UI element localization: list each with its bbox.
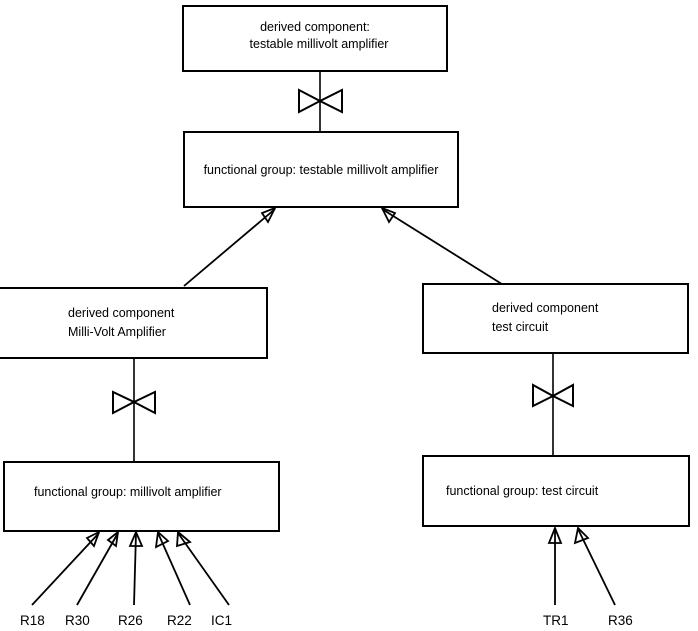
- node-top-derived-component[interactable]: derived component: testable millivolt am…: [182, 5, 448, 72]
- part-arrow-ic1: [176, 530, 230, 606]
- left-derived-component-line1: derived component: [68, 306, 175, 320]
- right-functional-group-box[interactable]: [422, 455, 690, 527]
- node-left-functional-group[interactable]: functional group: millivolt amplifier: [3, 461, 280, 532]
- part-arrow-r36: [573, 526, 616, 606]
- part-arrow-r18: [31, 530, 101, 606]
- left-part-arrows: R18 R30 R26 R22 IC1: [20, 529, 232, 628]
- arrow-right-derived-to-top-functional: [380, 206, 506, 287]
- part-arrow-r26: [128, 529, 144, 606]
- bowtie-left-right-triangle-icon: [131, 390, 156, 415]
- left-derived-component-box[interactable]: [0, 287, 268, 359]
- top-derived-component-line1: derived component:: [260, 20, 370, 34]
- top-functional-group-label: functional group: testable millivolt amp…: [204, 163, 439, 177]
- part-arrow-tr1: [547, 525, 563, 605]
- node-left-derived-component[interactable]: derived component Milli-Volt Amplifier: [0, 287, 268, 359]
- part-label-tr1: TR1: [543, 613, 569, 628]
- node-right-derived-component[interactable]: derived component test circuit: [422, 283, 689, 354]
- bowtie-connector-left-group: [112, 358, 156, 462]
- arrow-right-head-icon: [380, 206, 397, 224]
- right-derived-component-line1: derived component: [492, 301, 599, 315]
- part-arrow-ic1-head-icon: [176, 530, 192, 548]
- part-arrow-r18-head-icon: [85, 530, 101, 548]
- bowtie-connector-right-group: [532, 353, 574, 456]
- arrow-left-derived-to-top-functional: [183, 206, 277, 287]
- part-arrow-ic1-shaft: [177, 532, 230, 606]
- part-arrow-r30: [76, 529, 120, 606]
- part-label-r26: R26: [118, 613, 143, 628]
- right-derived-component-box[interactable]: [422, 283, 689, 354]
- bowtie-connector-top-group: [298, 71, 343, 132]
- part-label-r30: R30: [65, 613, 90, 628]
- part-arrow-r36-shaft: [577, 528, 616, 606]
- part-arrow-tr1-head-icon: [547, 525, 563, 544]
- part-arrow-r26-shaft: [133, 532, 137, 606]
- bowtie-right-left-triangle-icon: [532, 383, 556, 408]
- right-derived-component-line2: test circuit: [492, 320, 549, 334]
- part-arrow-r22-shaft: [157, 532, 191, 606]
- arrow-left-shaft: [183, 208, 276, 287]
- part-arrow-r26-head-icon: [128, 529, 144, 547]
- part-arrow-r30-head-icon: [106, 529, 120, 548]
- top-derived-component-line2: testable millivolt amplifier: [250, 37, 389, 51]
- arrow-left-head-icon: [260, 206, 277, 224]
- top-derived-component-box[interactable]: [182, 5, 448, 72]
- arrow-right-shaft: [381, 208, 506, 287]
- bowtie-left-triangle-icon: [298, 88, 323, 114]
- part-label-ic1: IC1: [211, 613, 232, 628]
- part-arrow-r22-head-icon: [154, 530, 170, 549]
- part-label-r22: R22: [167, 613, 192, 628]
- part-arrow-r18-shaft: [31, 532, 100, 606]
- part-arrow-r30-shaft: [76, 532, 119, 606]
- bowtie-left-left-triangle-icon: [112, 390, 137, 415]
- bowtie-right-triangle-icon: [317, 88, 343, 114]
- part-label-r36: R36: [608, 613, 633, 628]
- node-right-functional-group[interactable]: functional group: test circuit: [422, 455, 690, 527]
- part-arrow-r22: [154, 530, 191, 606]
- left-derived-component-line2: Milli-Volt Amplifier: [68, 325, 166, 339]
- part-arrow-r36-head-icon: [573, 526, 590, 545]
- top-functional-group-box[interactable]: [183, 131, 459, 208]
- right-functional-group-label: functional group: test circuit: [446, 484, 599, 498]
- node-top-functional-group[interactable]: functional group: testable millivolt amp…: [183, 131, 459, 208]
- left-functional-group-label: functional group: millivolt amplifier: [34, 485, 222, 499]
- left-functional-group-box[interactable]: [3, 461, 280, 532]
- right-part-arrows: TR1 R36: [543, 525, 633, 628]
- bowtie-right-right-triangle-icon: [550, 383, 574, 408]
- part-label-r18: R18: [20, 613, 45, 628]
